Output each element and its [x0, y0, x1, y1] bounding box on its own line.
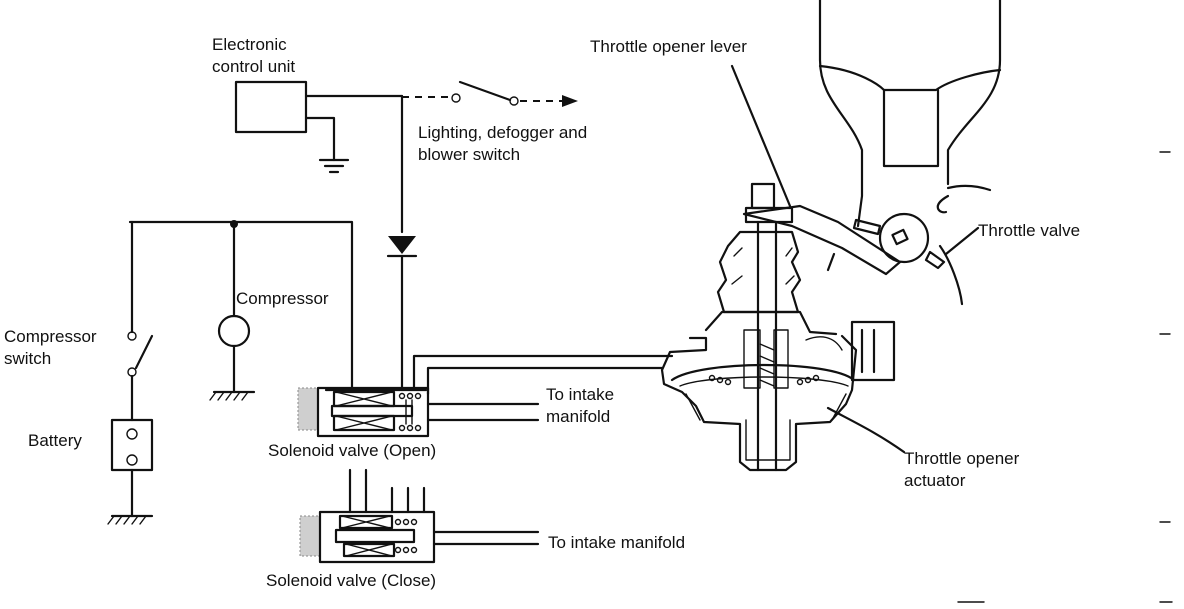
ecu-label: Electronic control unit	[212, 34, 295, 78]
actuator-leader-line	[826, 406, 906, 454]
intake-manifold-label-1-line2: manifold	[546, 407, 611, 426]
throttle-actuator-label-line1: Throttle opener	[904, 449, 1020, 468]
solenoid-open-label: Solenoid valve (Open)	[268, 441, 437, 460]
supply-wiring	[128, 220, 354, 401]
lighting-switch-label-line1: Lighting, defogger and	[418, 123, 588, 142]
ecu-label-line2: control unit	[212, 57, 296, 76]
solenoid-valve-open	[297, 386, 430, 438]
solenoid-valve-close	[299, 468, 540, 564]
compressor-label: Compressor	[236, 289, 329, 308]
lighting-switch	[402, 80, 578, 107]
throttle-valve-label: Throttle valve	[978, 221, 1081, 240]
intake-manifold-label-1: To intake manifold	[546, 384, 614, 428]
compressor-switch-label-line1: Compressor	[4, 327, 97, 346]
throttle-opener-lever	[730, 64, 902, 276]
diode	[386, 94, 418, 390]
lighting-switch-label-line2: blower switch	[418, 145, 521, 164]
lighting-switch-label: Lighting, defogger and blower switch	[418, 122, 587, 166]
battery-symbol	[107, 418, 154, 525]
throttle-body	[818, 0, 1002, 306]
battery-label: Battery	[28, 431, 82, 450]
compressor-switch-label-line2: switch	[4, 349, 52, 368]
ecu-label-line1: Electronic	[212, 35, 287, 54]
throttle-actuator-label: Throttle opener actuator	[904, 448, 1019, 492]
throttle-opener-actuator	[660, 182, 896, 472]
intake-manifold-label-2: To intake manifold	[548, 533, 686, 552]
ecu-box	[234, 80, 404, 174]
throttle-lever-label: Throttle opener lever	[590, 37, 747, 56]
intake-manifold-label-1-line1: To intake	[546, 385, 615, 404]
compressor-switch-label: Compressor switch	[4, 326, 97, 370]
vacuum-hoses-open	[412, 354, 674, 422]
margin-marks	[957, 151, 1173, 603]
compressor-switch	[127, 220, 154, 422]
throttle-actuator-label-line2: actuator	[904, 471, 966, 490]
solenoid-close-label: Solenoid valve (Close)	[266, 571, 437, 590]
